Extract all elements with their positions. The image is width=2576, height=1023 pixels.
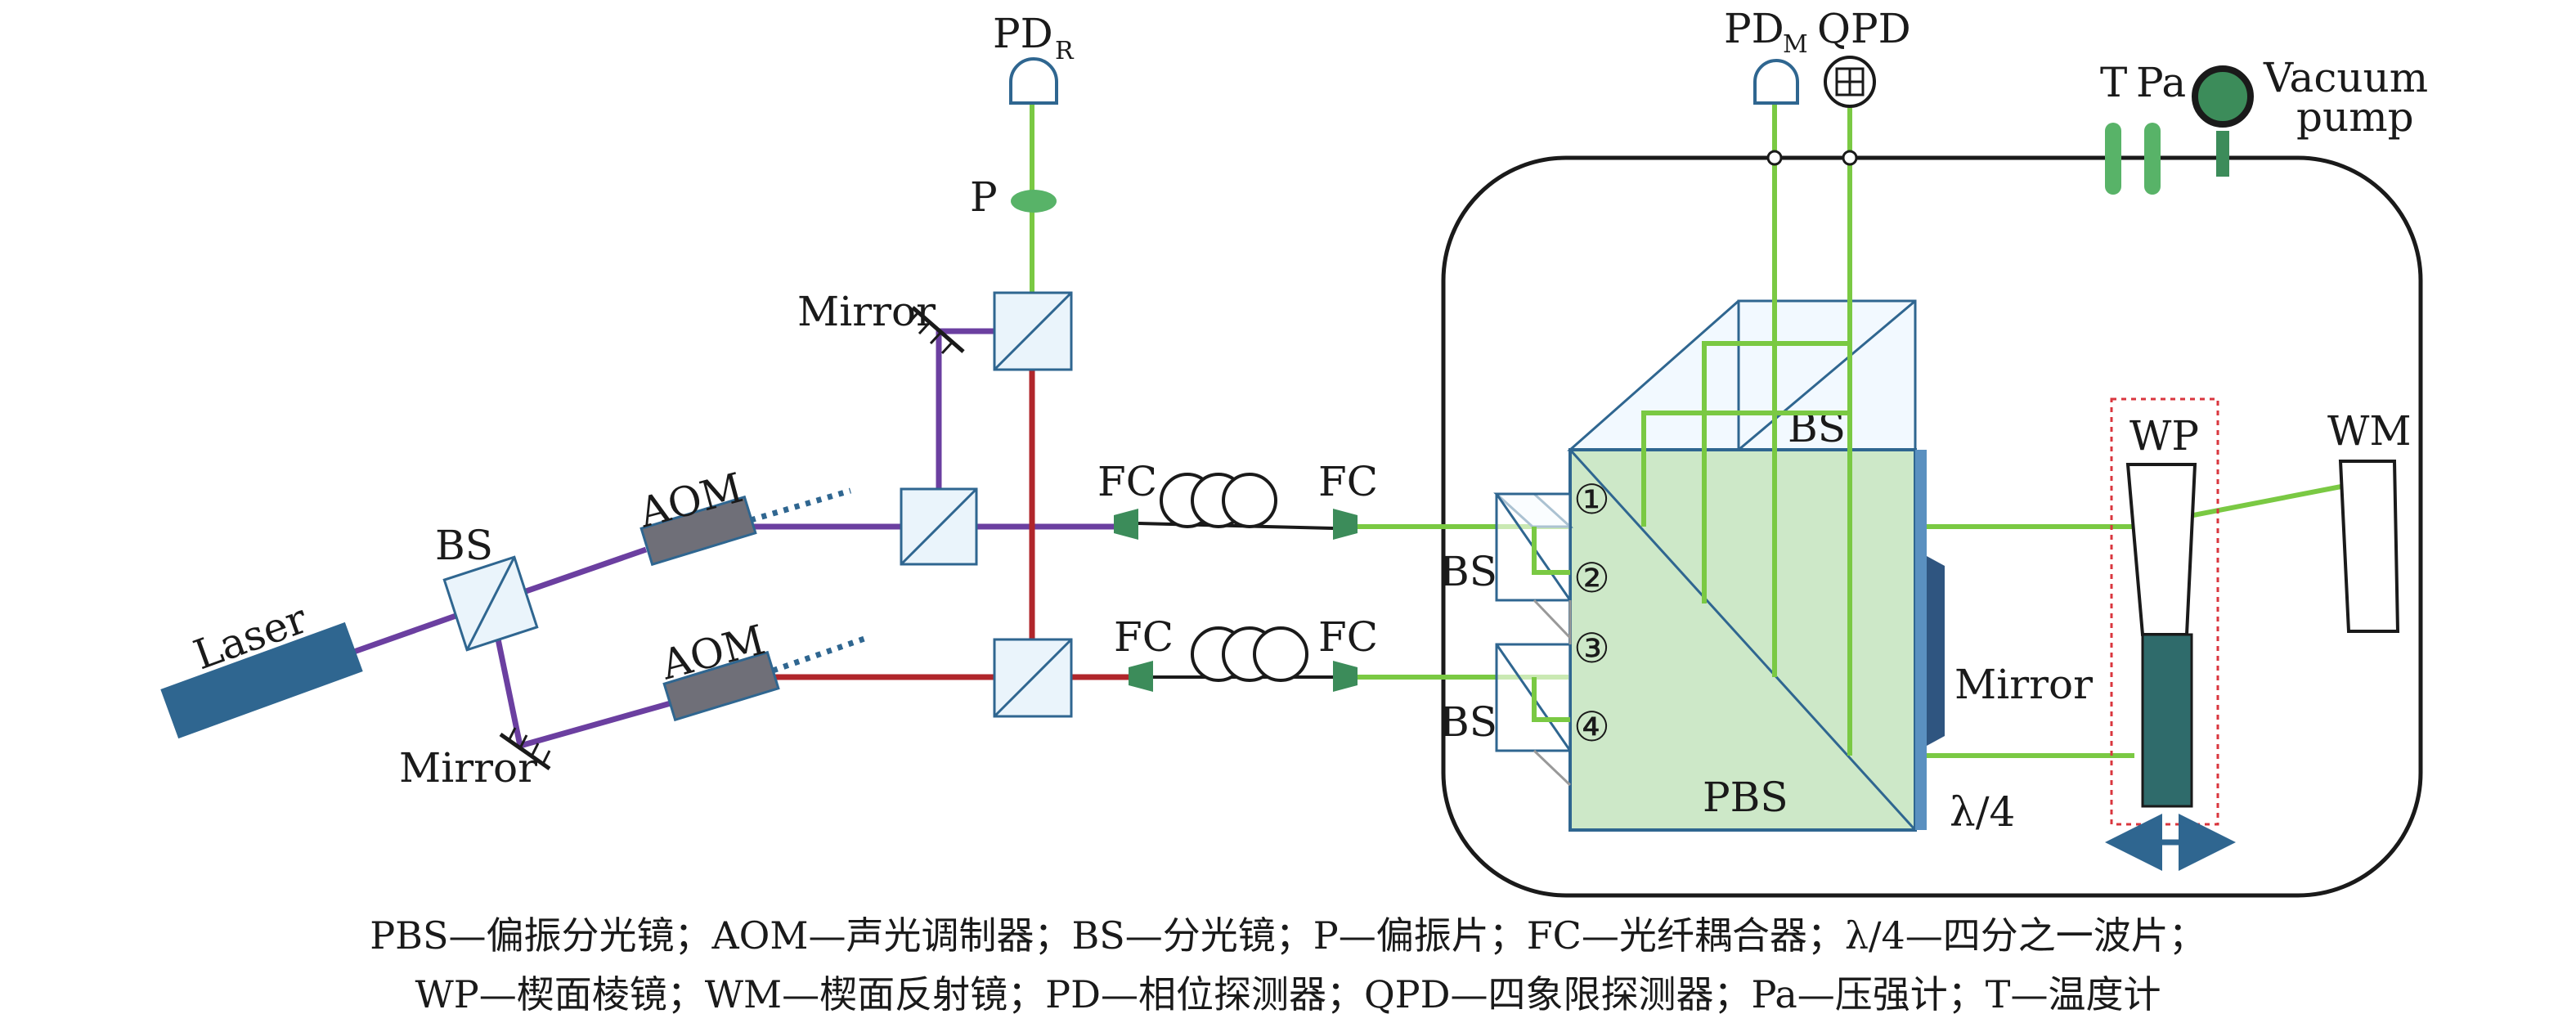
fc-1	[1114, 509, 1138, 540]
internal-green-paths	[1641, 155, 1852, 756]
bs-combine-bottom	[993, 638, 1073, 718]
pd-r-label: PD	[993, 10, 1053, 57]
lambda4-label: λ/4	[1950, 788, 2015, 836]
pd-m-subscript: M	[1783, 30, 1808, 59]
vacuum-pump-label-2: pump	[2296, 93, 2414, 141]
fc-4	[1333, 661, 1358, 692]
bs-connector-3	[1533, 749, 1572, 787]
wedge-prism-lower	[2141, 633, 2193, 808]
window-qpd	[1842, 150, 1858, 166]
wedge-mirror	[2338, 460, 2400, 633]
pd-m-label: PD	[1724, 5, 1784, 52]
qpd-label: QPD	[1817, 5, 1911, 52]
aom-bottom-body	[662, 650, 780, 722]
pressure-gauge	[2144, 123, 2161, 195]
t-label: T	[2100, 59, 2127, 106]
quarter-wave-plate	[1915, 450, 1927, 830]
bs-left-cube	[442, 555, 539, 652]
bs-connector-2	[1533, 599, 1572, 639]
vacuum-pump-icon	[2192, 65, 2254, 128]
vacuum-pump-stem	[2216, 131, 2229, 177]
window-pdm	[1766, 150, 1783, 166]
bs-left-label: BS	[435, 522, 493, 569]
aom-bottom-zero-order	[771, 635, 868, 674]
mirror-top-hatch	[906, 312, 954, 355]
qpd-detector	[1824, 56, 1876, 108]
bs-right-2-green	[1532, 677, 1570, 722]
bs-right-1-label: BS	[1439, 548, 1497, 595]
bs-middle-cube	[900, 487, 978, 566]
pa-label: Pa	[2136, 59, 2186, 106]
port-2: ②	[1573, 554, 1610, 602]
right-mirror-label: Mirror	[1954, 661, 2093, 708]
right-mirror	[1927, 556, 1945, 746]
wm-label: WM	[2327, 407, 2412, 455]
bs-combine-top	[993, 291, 1073, 371]
mirror-bottom-label: Mirror	[399, 744, 537, 792]
mirror-top-label: Mirror	[797, 288, 936, 335]
fc-1-label: FC	[1097, 458, 1157, 505]
bs-right-2-label: BS	[1439, 698, 1497, 746]
fc-2	[1333, 509, 1358, 540]
mirror-bottom-left-hatch	[507, 727, 551, 765]
wp-label: WP	[2129, 412, 2199, 460]
fiber-top	[1138, 522, 1334, 530]
pbs-diagonal	[1568, 448, 1917, 832]
fc-3-label: FC	[1114, 613, 1174, 661]
caption-line-2: WP—楔面棱镜；WM—楔面反射镜；PD—相位探测器；QPD—四象限探测器；Pa—…	[415, 972, 2161, 1016]
fc-4-label: FC	[1318, 613, 1378, 661]
beam-mirror-aom-bottom	[519, 700, 671, 749]
port-1: ①	[1573, 476, 1610, 523]
caption-line-1: PBS—偏振分光镜；AOM—声光调制器；BS—分光镜；P—偏振片；FC—光纤耦合…	[370, 913, 2206, 958]
fc-2-label: FC	[1318, 458, 1378, 505]
polarizer	[1011, 190, 1057, 213]
polarizer-label: P	[970, 173, 998, 221]
fc-3	[1129, 661, 1153, 692]
wp-frame	[2110, 397, 2219, 826]
mirror-top	[911, 306, 965, 353]
bs-top-cube	[1567, 299, 1917, 451]
port-3: ③	[1573, 625, 1610, 672]
wedge-prism	[2125, 463, 2197, 636]
pd-r-subscript: R	[1055, 37, 1075, 65]
fiber-coil-top	[1160, 473, 1277, 528]
pd-m-detector	[1753, 59, 1799, 105]
vacuum-pump-label-1: Vacuum	[2263, 54, 2428, 101]
laser-body	[160, 621, 363, 739]
thermometer	[2105, 123, 2121, 195]
port-4: ④	[1573, 703, 1610, 751]
pd-r-detector	[1009, 57, 1058, 105]
pbs-label: PBS	[1703, 774, 1788, 821]
bs-right-1-green	[1532, 527, 1570, 575]
aom-top-body	[640, 495, 757, 567]
aom-top-zero-order	[750, 487, 851, 523]
fiber-coil-bottom	[1191, 626, 1308, 682]
